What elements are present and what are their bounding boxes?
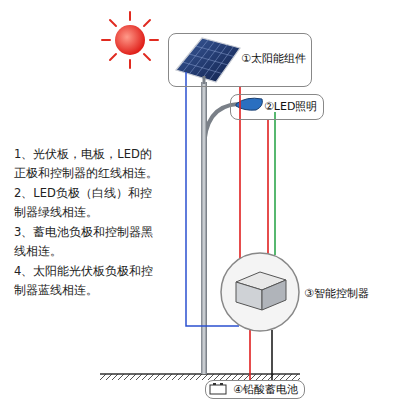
red-wire — [240, 87, 241, 259]
callout-label: ③智能控制器 — [304, 287, 369, 301]
wiring-note: 4、太阳能光伏板负极和控 制器蓝线相连。 — [14, 262, 166, 300]
wiring-note: 2、LED负极（白线）和控 制器绿线相连。 — [14, 184, 166, 222]
controller-circle — [220, 252, 300, 332]
sun — [102, 12, 158, 68]
controller-callout: ③智能控制器 — [220, 252, 300, 332]
red-wire — [250, 330, 251, 380]
battery-symbol — [206, 381, 230, 398]
red-wire — [268, 120, 269, 254]
lamp-arm — [204, 104, 238, 150]
battery-callout: ④铅酸蓄电池 — [205, 380, 305, 399]
led-lamp-callout: ②LED照明 — [230, 94, 324, 120]
callout-label: ①太阳能组件 — [241, 52, 306, 66]
sun-disc — [115, 25, 145, 55]
callout-label: ②LED照明 — [264, 100, 317, 114]
black-wire — [271, 330, 273, 380]
green-wire — [274, 112, 276, 255]
wiring-note: 3、蓄电池负极和控制器黑 线相连。 — [14, 223, 166, 261]
wiring-note: 1、光伏板，电板，LED的 正极和控制器的红线相连。 — [14, 145, 166, 183]
pole — [201, 82, 207, 374]
ground-line — [100, 373, 300, 375]
solar-module-callout: ①太阳能组件 — [168, 33, 312, 87]
callout-label: ④铅酸蓄电池 — [233, 383, 298, 397]
